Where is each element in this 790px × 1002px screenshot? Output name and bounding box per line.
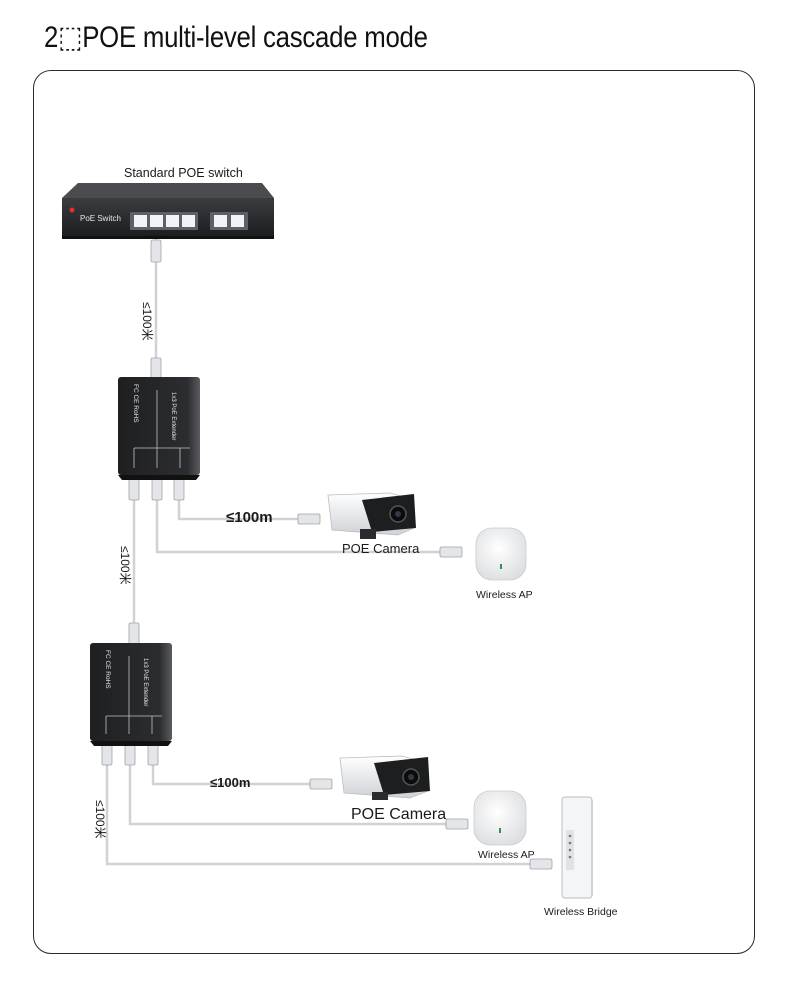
poe-extender-2: FC CE RoHS 1x3 PoE Extender	[90, 643, 172, 746]
ap-1-label: Wireless AP	[476, 589, 533, 601]
extender-1-text: 1x3 PoE Extender	[170, 392, 176, 440]
distance-bridge-label: ≤100米	[93, 800, 107, 839]
switch-ports	[130, 212, 248, 230]
rj45-connectors	[101, 239, 553, 870]
distance-uplink-label: ≤100米	[140, 302, 154, 341]
rj45-connector	[173, 477, 185, 501]
distance-camera-1-label: ≤100m	[226, 509, 273, 526]
cable-extender-1-to-ap-1	[155, 478, 442, 554]
poe-camera-2	[339, 755, 430, 800]
wireless-ap-1	[475, 527, 527, 581]
rj45-connector	[439, 546, 463, 558]
switch-brand-text: PoE Switch	[80, 214, 121, 223]
camera-1-label: POE Camera	[342, 541, 420, 556]
cable-extender-2-to-ap-2	[128, 743, 454, 826]
rj45-connector	[124, 742, 136, 766]
page-title: 2⬚POE multi-level cascade mode	[44, 21, 428, 54]
extender-2-text: 1x3 PoE Extender	[142, 658, 148, 706]
ap-2-label: Wireless AP	[478, 849, 535, 861]
extender-2-cert: FC CE RoHS	[104, 650, 111, 689]
wireless-bridge	[561, 796, 593, 899]
switch-label: Standard POE switch	[124, 166, 243, 180]
rj45-connector	[101, 742, 113, 766]
poe-extender-1: FC CE RoHS 1x3 PoE Extender	[118, 377, 200, 480]
distance-camera-2-label: ≤100m	[210, 775, 250, 790]
rj45-connector	[128, 622, 140, 646]
cables	[105, 238, 537, 866]
bridge-label: Wireless Bridge	[544, 906, 618, 918]
wireless-ap-2	[473, 790, 527, 846]
poe-switch: PoE Switch Standard POE switch	[62, 166, 274, 239]
rj45-connector	[297, 513, 321, 525]
diagram-frame	[33, 70, 755, 954]
camera-2-label: POE Camera	[351, 806, 446, 823]
rj45-connector	[309, 778, 333, 790]
rj45-connector	[128, 477, 140, 501]
rj45-connector	[151, 477, 163, 501]
cable-extender-2-to-bridge	[105, 743, 537, 866]
rj45-connector	[150, 357, 162, 381]
extender-1-cert: FC CE RoHS	[132, 384, 139, 423]
rj45-connector	[147, 742, 159, 766]
rj45-connector	[445, 818, 469, 830]
rj45-connector	[150, 239, 162, 263]
poe-camera-1	[327, 492, 416, 539]
rj45-connector	[529, 858, 553, 870]
distance-cascade-label: ≤100米	[118, 546, 132, 585]
